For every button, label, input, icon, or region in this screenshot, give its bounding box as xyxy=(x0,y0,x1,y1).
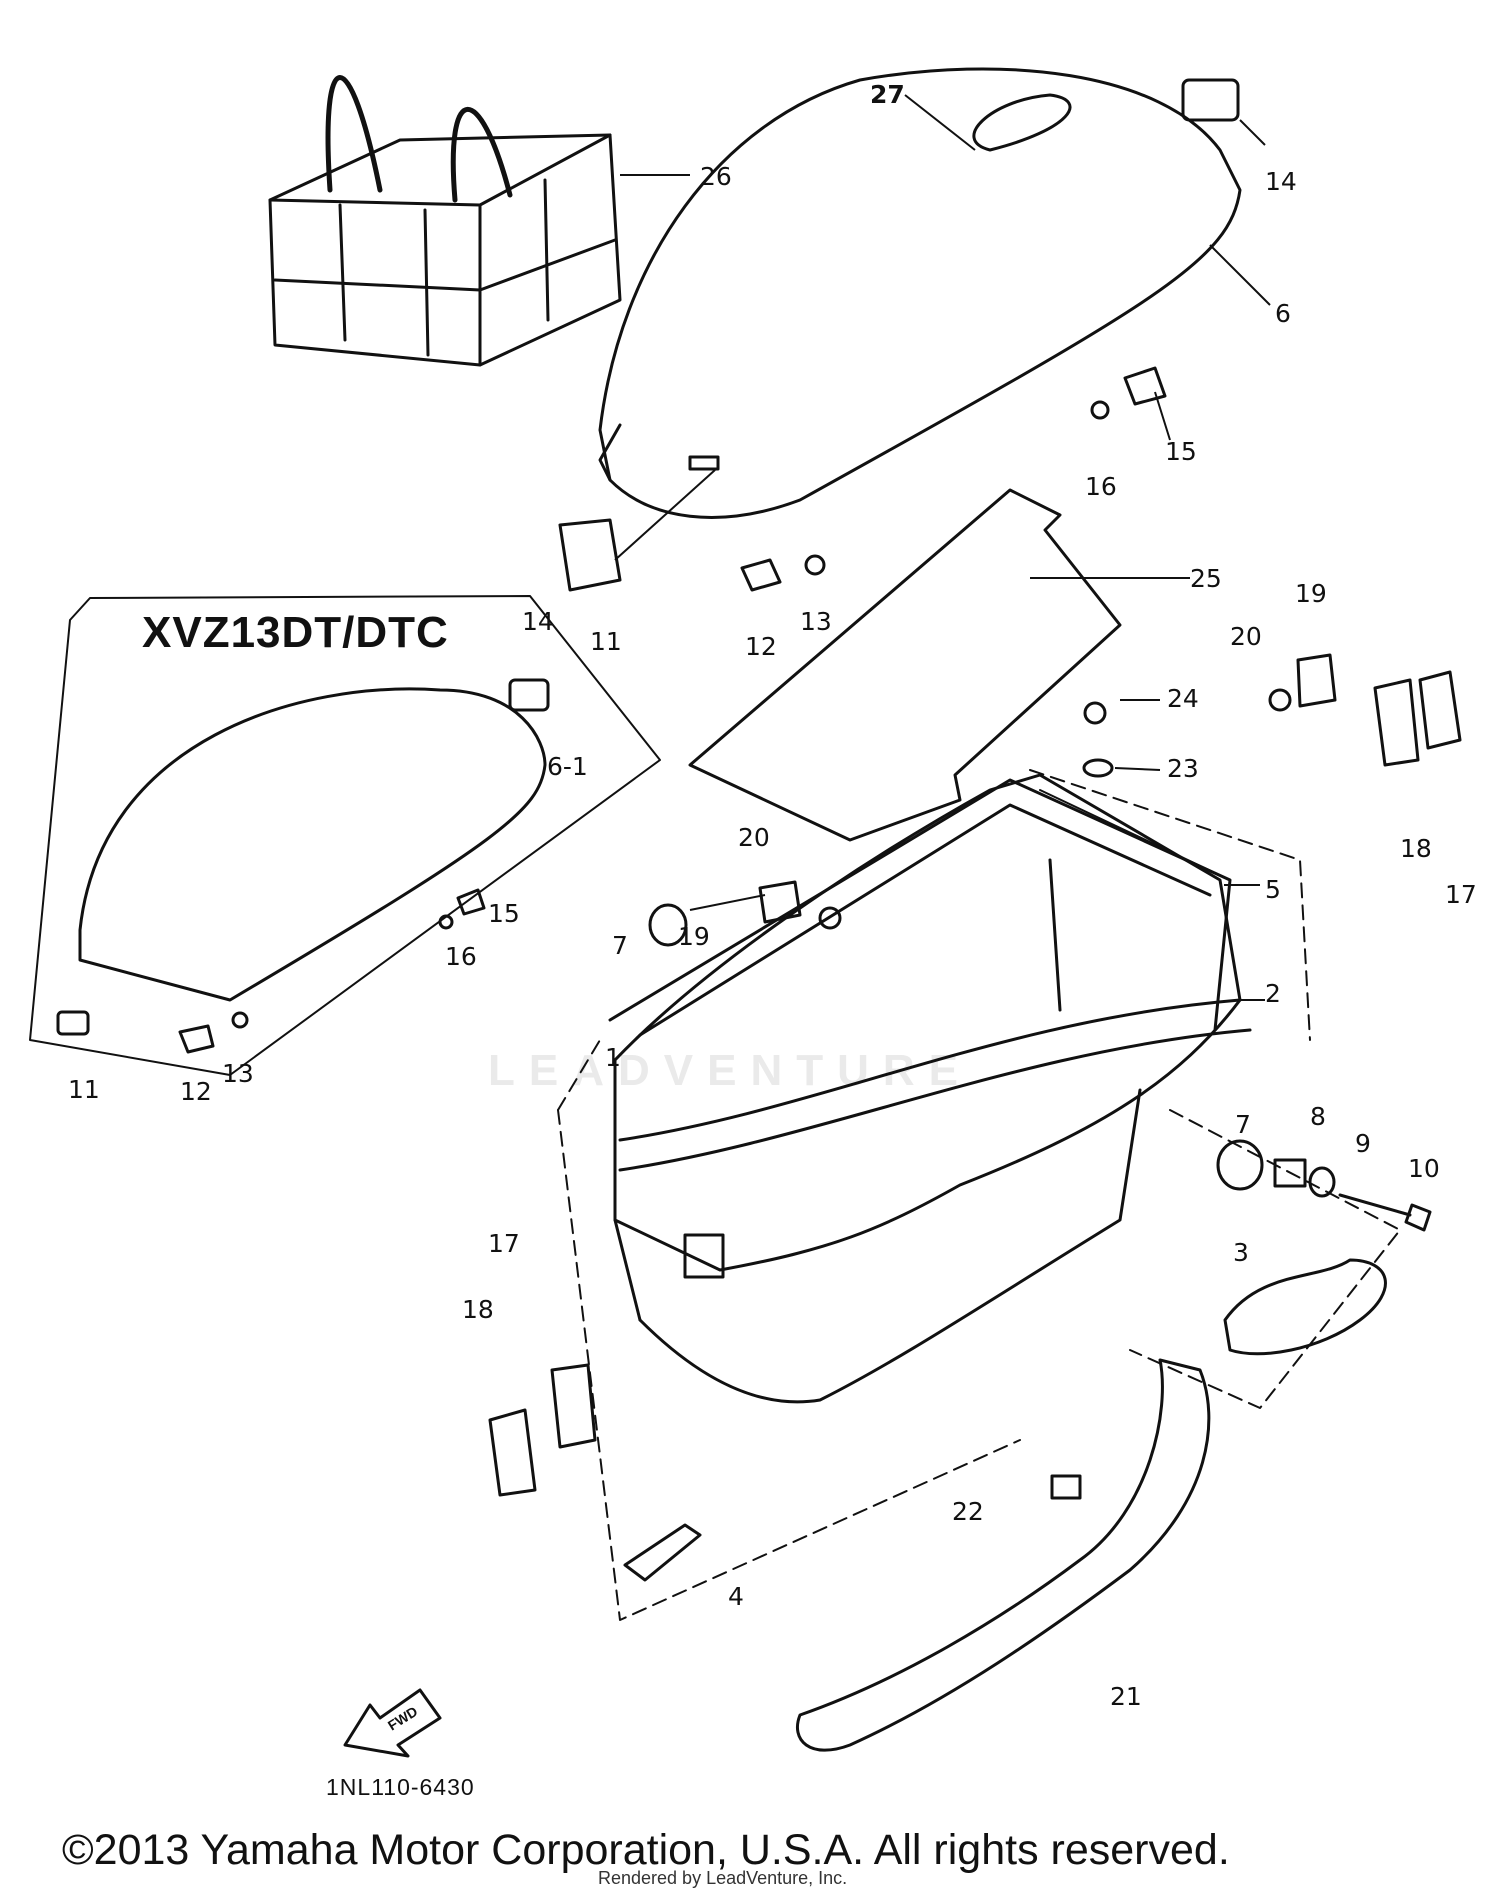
callout-14a: 14 xyxy=(1265,167,1297,196)
lid-latch-slot xyxy=(688,455,720,471)
fwd-arrow-icon xyxy=(343,1688,442,1758)
washer-icon xyxy=(1308,1166,1336,1198)
callout-16b: 16 xyxy=(445,942,477,971)
callout-25: 25 xyxy=(1190,564,1222,593)
callout-21: 21 xyxy=(1110,1682,1142,1711)
screw-icon xyxy=(1090,400,1110,420)
callout-17a: 17 xyxy=(1445,880,1477,909)
callout-23: 23 xyxy=(1167,754,1199,783)
callout-15a: 15 xyxy=(1165,437,1197,466)
callout-22: 22 xyxy=(952,1497,984,1526)
callout-11b: 11 xyxy=(68,1075,100,1104)
callout-16a: 16 xyxy=(1085,472,1117,501)
hinge-plate-icon xyxy=(1123,366,1167,406)
callout-19b: 19 xyxy=(678,922,710,951)
callout-3: 3 xyxy=(1233,1238,1249,1267)
callout-6-1: 6-1 xyxy=(547,752,588,781)
callout-11a: 11 xyxy=(590,627,622,656)
callout-6: 6 xyxy=(1275,299,1291,328)
callout-17b: 17 xyxy=(488,1229,520,1258)
inner-bag xyxy=(268,75,622,367)
callout-13a: 13 xyxy=(800,607,832,636)
callout-19a: 19 xyxy=(1295,579,1327,608)
callout-7b: 7 xyxy=(1235,1110,1251,1139)
latch-plate-icon xyxy=(1181,78,1240,122)
catch-icon xyxy=(558,518,622,592)
callout-13b: 13 xyxy=(222,1059,254,1088)
watermark: LEADVENTURE xyxy=(488,1046,973,1095)
callout-24: 24 xyxy=(1167,684,1199,713)
guard-rail xyxy=(796,1358,1211,1752)
callout-20b: 20 xyxy=(738,823,770,852)
case-lock-icon xyxy=(683,1233,725,1279)
inset-lid xyxy=(78,687,547,1002)
callout-2: 2 xyxy=(1265,979,1281,1008)
callout-20a: 20 xyxy=(1230,622,1262,651)
callout-5: 5 xyxy=(1265,875,1281,904)
copyright-notice: ©2013 Yamaha Motor Corporation, U.S.A. A… xyxy=(62,1826,1230,1874)
collar-icon xyxy=(1273,1158,1307,1188)
callout-9: 9 xyxy=(1355,1129,1371,1158)
model-variant-label: XVZ13DT/DTC xyxy=(142,608,449,657)
bushing-icon xyxy=(1216,1139,1264,1191)
emblem-icon xyxy=(1223,1258,1387,1356)
part-code: 1NL110-6430 xyxy=(326,1774,475,1800)
callout-1: 1 xyxy=(605,1043,621,1072)
bolt-icon xyxy=(1338,1193,1432,1232)
callout-26: 26 xyxy=(700,162,732,191)
callout-18a: 18 xyxy=(1400,834,1432,863)
callout-7a: 7 xyxy=(612,931,628,960)
fwd-text: FWD xyxy=(385,1703,421,1733)
callout-10: 10 xyxy=(1408,1154,1440,1183)
callout-12b: 12 xyxy=(180,1077,212,1106)
callout-14b: 14 xyxy=(522,607,554,636)
callout-8: 8 xyxy=(1310,1102,1326,1131)
callout-18b: 18 xyxy=(462,1295,494,1324)
liner-mat xyxy=(688,488,1122,842)
saddlebag-case xyxy=(608,773,1252,1404)
callout-4: 4 xyxy=(728,1582,744,1611)
lid-main xyxy=(598,67,1242,519)
callout-15b: 15 xyxy=(488,899,520,928)
rendered-by: Rendered by LeadVenture, Inc. xyxy=(598,1868,848,1888)
lid-recess xyxy=(972,93,1072,152)
callout-27: 27 xyxy=(870,80,905,109)
callout-12a: 12 xyxy=(745,632,777,661)
inset-panel xyxy=(29,595,661,1076)
